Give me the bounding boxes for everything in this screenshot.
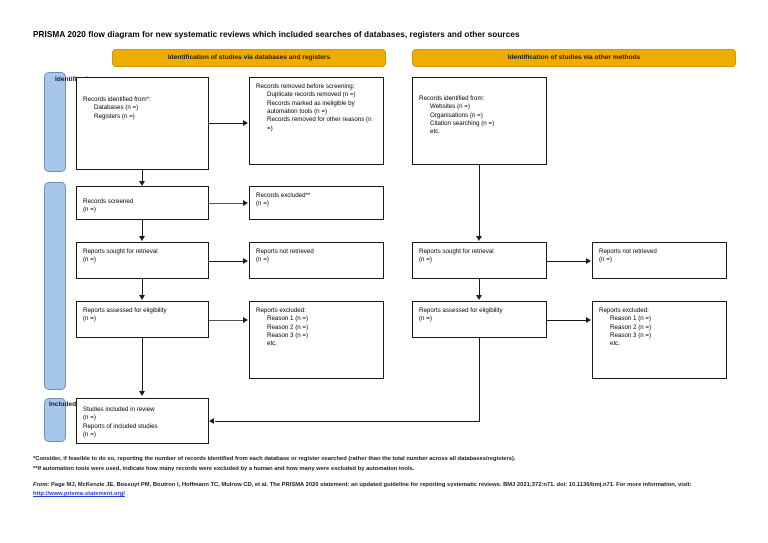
footnote-automation: **If automation tools were used, indicat… [33,466,415,472]
box-item: etc. [430,128,440,136]
arrowhead-assessed-to-included [139,391,145,396]
arrowhead-screened-to-excluded [243,200,248,206]
arrowhead-right-to-included [209,418,214,424]
section-header-other-methods: Identification of studies via other meth… [412,49,736,67]
box-reports-sought-for-retrieval-databases: Reports sought for retrieval (n =) [76,242,209,279]
citation-text: Page MJ, McKenzie JE, Bossuyt PM, Boutro… [49,482,692,488]
box-reports-assessed-for-eligibility-databases: Reports assessed for eligibility (n =) [76,301,209,338]
box-heading: Records excluded** [256,192,311,199]
box-heading: Reports sought for retrieval [419,248,494,255]
footnote-consider: *Consider, if feasible to do so, reporti… [33,456,516,462]
arrowhead-other-to-sought [476,236,482,241]
box-reports-sought-for-retrieval-other: Reports sought for retrieval (n =) [412,242,547,279]
box-item: Reason 1 (n =) [610,315,652,323]
arrowhead-assessed-to-excluded-left [243,317,248,323]
arrowhead-assessed-to-excluded-right [586,317,591,323]
phase-label-included: Included [49,401,77,408]
box-item: etc. [267,340,277,348]
box-count: (n =) [599,256,612,264]
connector-other-to-sought [479,165,480,237]
box-count: (n =) [256,200,269,208]
connector-screened-to-excluded [209,203,244,204]
connector-identified-to-removed [209,123,244,124]
box-records-screened: Records screened (n =) [76,186,209,220]
box-reports-not-retrieved-databases: Reports not retrieved (n =) [249,242,384,279]
box-count: (n =) [419,315,432,323]
connector-sought-to-assessed-right [479,279,480,296]
box-item: Reason 1 (n =) [267,315,309,323]
phase-bar-screening [44,182,66,390]
box-item: Reason 3 (n =) [267,332,309,340]
box-item: Organisations (n =) [430,111,483,119]
box-heading: Records screened [83,198,134,205]
box-count: (n =) [83,431,96,439]
box-count: (n =) [83,414,96,422]
box-heading: Reports excluded: [256,307,306,314]
box-item: Registers (n =) [94,112,135,120]
box-count: (n =) [419,256,432,264]
box-heading: Records identified from*: [83,96,151,103]
phase-bar-included [44,398,66,442]
box-item: Databases (n =) [94,104,139,112]
box-reports-not-retrieved-other: Reports not retrieved (n =) [592,242,727,279]
box-item: Reason 3 (n =) [610,332,652,340]
connector-assessed-to-excluded-right [547,320,586,321]
box-item: Reason 2 (n =) [610,323,652,331]
box-count: (n =) [83,256,96,264]
citation-block: From: Page MJ, McKenzie JE, Bossuyt PM, … [33,481,733,499]
box-heading: Records removed before screening: [256,83,355,90]
box-item: etc. [610,340,620,348]
box-heading: Records identified from: [419,95,485,102]
box-item: Citation searching (n =) [430,120,495,128]
box-heading: Reports sought for retrieval [83,248,158,255]
box-item: Duplicate records removed (n =) [267,91,356,99]
phase-bar-identification [44,72,66,172]
box-item: Records marked as ineligible by automati… [267,99,355,116]
box-reports-excluded-other: Reports excluded: Reason 1 (n =) Reason … [592,301,727,379]
connector-sought-to-notretrieved-left [209,261,244,262]
box-heading: Reports of included studies [83,422,158,430]
page-title: PRISMA 2020 flow diagram for new systema… [33,30,520,39]
box-records-removed-before-screening: Records removed before screening: Duplic… [249,77,384,165]
citation-from-label: From: [33,482,50,488]
prisma-statement-link[interactable]: http://www.prisma-statement.org/ [33,490,125,497]
connector-sought-to-assessed-left [142,279,143,296]
connector-sought-to-notretrieved-right [547,261,586,262]
connector-assessed-to-excluded-left [209,320,244,321]
box-count: (n =) [256,256,269,264]
arrowhead-screened-to-sought [139,236,145,241]
arrowhead-identified-to-removed [243,120,248,126]
connector-screened-to-sought [142,220,143,237]
section-header-databases-registers: Identification of studies via databases … [112,49,386,67]
box-reports-excluded-databases: Reports excluded: Reason 1 (n =) Reason … [249,301,384,379]
arrowhead-sought-to-notretrieved-right [586,258,591,264]
phase-label-identification: Identification [55,76,96,83]
box-item: Reason 2 (n =) [267,323,309,331]
box-studies-included-in-review: Studies included in review (n =) Reports… [76,398,209,444]
connector-assessed-right-to-included [215,421,480,422]
box-records-identified: Records identified from*: Databases (n =… [76,77,209,170]
connector-assessed-right-down [479,338,480,421]
connector-assessed-to-included [142,338,143,392]
box-reports-assessed-for-eligibility-other: Reports assessed for eligibility (n =) [412,301,547,338]
connector-identified-to-screened [142,170,143,182]
box-heading: Reports not retrieved [599,248,657,255]
box-item: Records removed for other reasons (n =) [267,116,372,132]
arrowhead-sought-to-assessed-left [139,295,145,300]
box-item: Websites (n =) [430,103,470,111]
arrowhead-sought-to-assessed-right [476,295,482,300]
box-heading: Reports excluded: [599,307,649,314]
box-heading: Reports assessed for eligibility [419,307,503,314]
arrowhead-sought-to-notretrieved-left [243,258,248,264]
box-heading: Studies included in review [83,406,155,413]
box-count: (n =) [83,206,96,214]
box-heading: Reports not retrieved [256,248,314,255]
box-heading: Reports assessed for eligibility [83,307,167,314]
box-count: (n =) [83,315,96,323]
box-records-identified-other-methods: Records identified from: Websites (n =) … [412,77,547,165]
arrowhead-identified-to-screened [139,181,145,186]
box-records-excluded: Records excluded** (n =) [249,186,384,220]
